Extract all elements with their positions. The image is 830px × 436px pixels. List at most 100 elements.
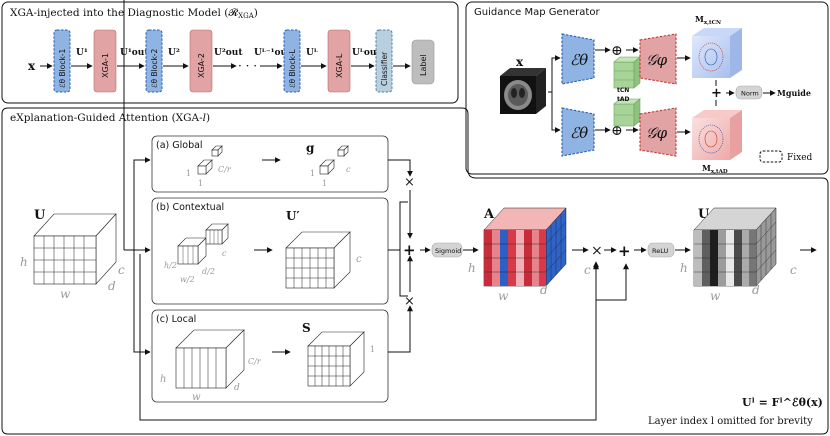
encoder-block-L-label: ℰθ Block-L xyxy=(288,48,297,88)
uL-label: Uᴸ xyxy=(306,48,318,58)
encoder-block-2 xyxy=(145,29,163,93)
norm-label: Norm xyxy=(741,90,759,98)
local-one-label: 1 xyxy=(370,345,375,354)
xga-block-L-label: XGA-L xyxy=(335,53,344,78)
A-dim-w: w xyxy=(498,289,509,303)
xga-block-1-label: XGA-1 xyxy=(101,53,110,78)
xga-block-1 xyxy=(93,29,117,93)
map-ad-cube xyxy=(692,110,742,160)
local-w-label: w xyxy=(192,392,201,403)
local-out-S: S xyxy=(302,321,311,335)
contextual-c-label-in: c xyxy=(222,249,227,258)
local-h-label: h xyxy=(160,374,166,385)
brevity-note: Layer index l omitted for brevity xyxy=(648,416,813,427)
uLout-label: Uᴸout xyxy=(352,48,381,58)
model-input-x: x xyxy=(28,59,36,73)
concat-cn-symbol: ⊕ xyxy=(611,43,623,59)
sigmoid-label: Sigmoid xyxy=(435,247,461,255)
guidance-title: Guidance Map Generator xyxy=(474,7,600,18)
Uout-dim-c: c xyxy=(790,263,797,277)
contextual-c-label-out: c xyxy=(356,254,362,265)
A-dim-d: d xyxy=(540,283,548,297)
svg-text:eXplanation-Guided Attention (: eXplanation-Guided Attention (XGA-l) xyxy=(10,112,210,124)
xga-title-end: ) xyxy=(206,112,210,124)
norm-block xyxy=(735,85,763,100)
attention-A-cube xyxy=(483,207,567,287)
m-guide-label: Mguide xyxy=(777,88,811,98)
local-d-label: d xyxy=(234,383,240,393)
guidance-plus: + xyxy=(711,86,722,101)
panel-title: XGA-injected into the Diagnostic Model (… xyxy=(10,6,239,19)
encoder-block-L xyxy=(283,29,301,93)
global-out-g: g xyxy=(306,141,315,155)
U-out-cube xyxy=(693,207,777,287)
t-ad-label: tAD xyxy=(617,96,630,103)
classifier-label: Classifier xyxy=(380,51,389,86)
contextual-h2-label: h/2 xyxy=(164,261,177,270)
guidance-input-x: x xyxy=(516,55,524,69)
concat-ad-symbol: ⊕ xyxy=(611,123,623,139)
global-in-cube xyxy=(197,145,223,175)
dim-c-label: c xyxy=(118,263,125,277)
xga-block-2 xyxy=(189,29,213,93)
t-cn-embedding xyxy=(613,56,641,89)
map-cn-cube xyxy=(692,28,742,78)
global-c-label: c xyxy=(346,165,351,174)
fixed-legend-box xyxy=(759,150,783,163)
global-branch-box xyxy=(151,135,389,193)
t-cn-label: tCN xyxy=(617,87,629,94)
times-top: × xyxy=(404,175,415,190)
Uout-dim-w: w xyxy=(710,289,721,303)
relu-label: ReLU xyxy=(652,247,669,255)
contextual-in-cube xyxy=(177,223,229,265)
local-in-cube xyxy=(175,329,245,389)
u1out-label: U¹out xyxy=(120,48,149,58)
Uout-dim-d: d xyxy=(752,283,760,297)
local-out-cube xyxy=(307,331,365,387)
global-one-label-b: 1 xyxy=(198,179,203,188)
encoder-ad xyxy=(561,107,595,157)
encoder-block-2-label: ℰθ Block-2 xyxy=(150,48,159,88)
decoder-ad-label: 𝒢φ xyxy=(646,124,668,142)
xga-title-l: l xyxy=(203,112,206,124)
xga-title: eXplanation-Guided Attention (XGA- xyxy=(10,112,203,124)
relu-block xyxy=(647,242,675,258)
local-cr-label: C/r xyxy=(248,357,262,366)
guidance-map-panel: Guidance Map Generator x ℰθ ℰθ ⊕ ⊕ xyxy=(465,1,829,175)
dim-d-label: d xyxy=(108,279,116,293)
global-out-one-a: 1 xyxy=(310,169,315,178)
A-dim-h: h xyxy=(468,261,476,275)
label-block xyxy=(411,39,435,85)
decoder-ad xyxy=(639,107,677,157)
classifier-block xyxy=(375,29,393,93)
uL-1out-label: Uᴸ⁻¹out xyxy=(254,48,292,58)
local-branch-label: (c) Local xyxy=(156,314,196,325)
fixed-legend-label: Fixed xyxy=(787,153,813,163)
label-block-text: Label xyxy=(419,54,428,76)
u2out-label: U²out xyxy=(214,48,243,58)
A-dim-c: c xyxy=(584,263,591,277)
encoder-block-1-label: ℰθ Block-1 xyxy=(58,48,67,88)
decoder-cn-label: 𝒢φ xyxy=(646,51,668,69)
panel-title-sub: XGA xyxy=(238,12,255,20)
times-multiply: × xyxy=(591,243,603,259)
dim-h-label: h xyxy=(20,255,28,269)
times-bottom: × xyxy=(404,294,415,309)
plus-combine: + xyxy=(403,241,416,259)
contextual-w2-label: w/2 xyxy=(180,275,195,284)
xga-block-2-label: XGA-2 xyxy=(197,53,206,78)
encoder-cn xyxy=(561,33,595,85)
decoder-cn xyxy=(639,33,677,85)
encoder-ad-label: ℰθ xyxy=(570,124,588,142)
panel-title-end: ) xyxy=(254,7,258,19)
contextual-out-U-prime: U′ xyxy=(286,209,300,223)
xga-block-L xyxy=(327,29,351,93)
global-branch-label: (a) Global xyxy=(156,140,203,151)
contextual-d2-label: d/2 xyxy=(202,267,215,276)
input-U-label: U xyxy=(34,208,46,223)
attention-A-label: A xyxy=(483,207,495,222)
formula: Uˡ = Fˡ^ℰθ(x) xyxy=(742,396,823,409)
global-cr-label: C/r xyxy=(218,165,232,174)
